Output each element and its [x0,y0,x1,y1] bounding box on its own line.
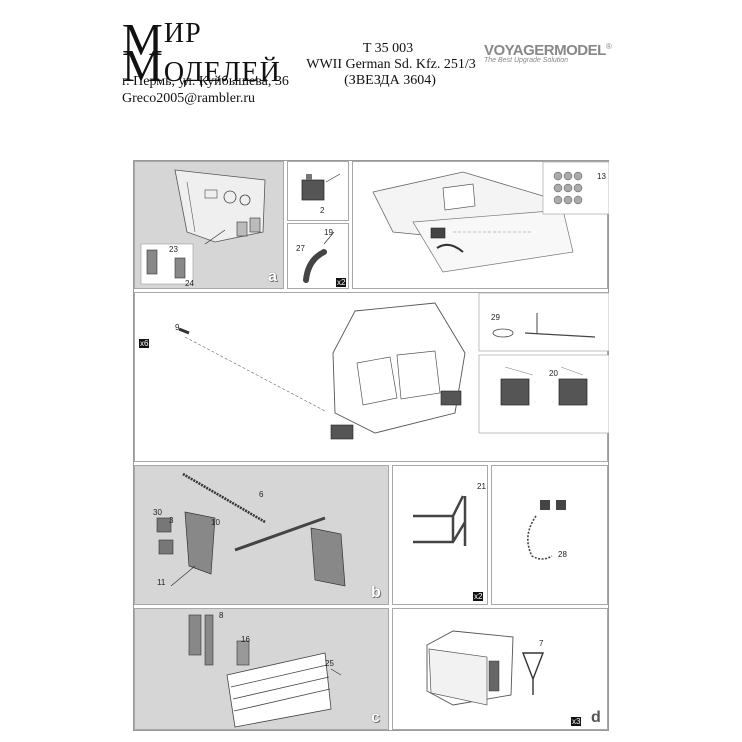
part-2-drawing [301,173,341,201]
quantity-x3: x3 [571,717,582,726]
logo-line2: МОДЕЛЕЙ [122,40,281,91]
brand-name: VOYAGERMODEL [484,42,606,59]
part-label-11: 11 [157,578,166,587]
part-label-8: 8 [219,611,224,620]
product-title: WWII German Sd. Kfz. 251/3 [306,57,476,72]
part-label-23: 23 [169,245,178,254]
part-label-19: 19 [324,228,333,237]
part-label-30: 30 [153,508,162,517]
panel-vehicle-front: 9 x6 29 20 [134,292,609,462]
section-label-b: b [371,584,381,601]
radio-box-drawing [426,630,545,706]
logo-line1: МИР [122,14,202,65]
product-code: T 35 003 [362,41,414,56]
logo: МИР МОДЕЛЕЙ [122,14,282,91]
part-label-9: 9 [175,323,180,332]
section-label-c: c [371,709,380,726]
panel-b: 6 3 10 30 11 b [134,465,389,605]
section-label-d: d [591,709,601,726]
panel-part-27: 19 27 x2 [287,223,349,289]
part-label-27: 27 [296,244,305,253]
ammo-rack-drawing [188,614,342,728]
part-label-20: 20 [549,369,558,378]
part-label-3: 3 [169,516,174,525]
panel-a: 23 24 a [134,161,284,289]
brand-registered: ® [605,42,612,51]
panel-part-28: 28 [491,465,608,605]
instruction-sheet: 23 24 a 2 19 27 x2 [133,160,609,731]
part-label-21: 21 [477,482,486,491]
part-label-25: 25 [325,659,334,668]
panel-interior: 13 [352,161,609,289]
panel-part-21: 21 x2 [392,465,488,605]
quantity-x2-top: x2 [336,278,347,287]
quantity-x2-frame: x2 [473,592,484,601]
email: Greco2005@rambler.ru [122,91,256,106]
panel-part-2: 2 [287,161,349,221]
part-label-13: 13 [597,172,606,181]
quantity-x6: x6 [139,339,150,348]
panel-c: 8 16 25 c [134,608,389,730]
vehicle-front-drawing [178,293,609,440]
panel-d: 7 x3 d [392,608,608,730]
part-label-24: 24 [185,279,194,288]
part-27-drawing [303,231,335,283]
product-reference: (ЗВЕЗДА 3604) [344,73,436,88]
machine-gun-drawing [156,472,346,587]
section-label-a: a [268,268,277,285]
address: г. Пермь, ул. Куйбышева, 36 [122,74,289,89]
brand-tagline: The Best Upgrade Solution [484,57,569,64]
interior-drawing [372,162,609,273]
brand-logo: VOYAGERMODEL® The Best Upgrade Solution [484,42,612,64]
part-label-2: 2 [320,206,325,215]
part-label-6: 6 [259,490,264,499]
part-label-28: 28 [558,550,567,559]
part-21-drawing [413,495,467,546]
part-label-7: 7 [539,639,544,648]
part-28-drawing [527,500,566,560]
dashboard-drawing [140,169,266,285]
part-label-10: 10 [211,518,220,527]
part-label-16: 16 [241,635,250,644]
part-label-29: 29 [491,313,500,322]
